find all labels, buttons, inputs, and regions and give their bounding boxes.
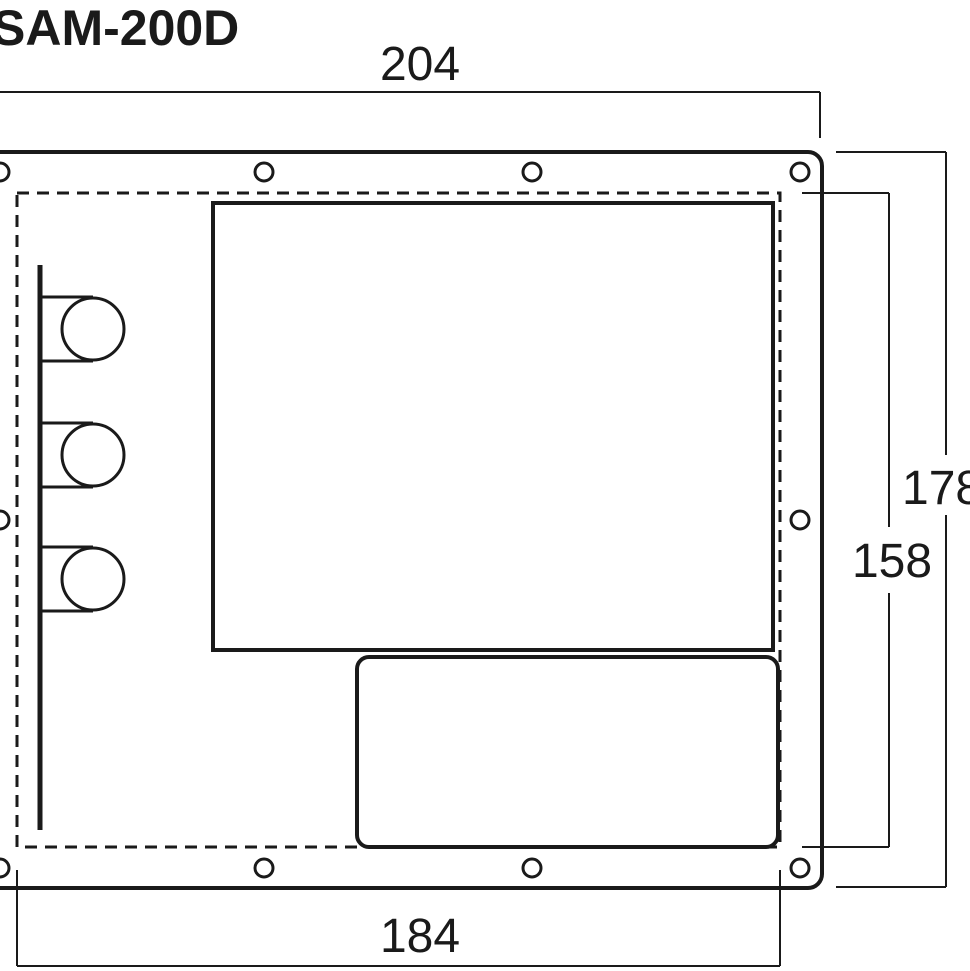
overall-height-dimension: 178	[836, 151, 970, 888]
mounting-hole	[521, 161, 543, 183]
cutout-dashed-outline	[15, 191, 782, 849]
overall-width-dimension: 204	[0, 38, 821, 138]
model-title: SAM-200D	[0, 0, 239, 56]
mounting-hole	[789, 161, 811, 183]
mounting-hole	[0, 509, 11, 531]
connector-knob	[40, 421, 126, 489]
mounting-hole	[0, 161, 11, 183]
mounting-hole	[789, 857, 811, 879]
inner-width-label: 184	[380, 910, 460, 963]
connector-knob	[40, 295, 126, 363]
connector-knob	[40, 545, 126, 613]
mounting-hole	[253, 161, 275, 183]
lower-panel-rectangle	[355, 655, 780, 849]
inner-height-label: 158	[852, 535, 932, 588]
overall-width-label: 204	[380, 38, 460, 91]
inner-width-dimension: 184	[16, 870, 781, 967]
inner-height-dimension: 158	[802, 192, 932, 848]
mounting-hole	[253, 857, 275, 879]
mounting-holes	[0, 161, 811, 879]
outer-plate-outline	[0, 150, 824, 890]
mounting-hole	[789, 509, 811, 531]
connector-knobs	[40, 295, 126, 613]
mounting-hole	[521, 857, 543, 879]
mounting-hole	[0, 857, 11, 879]
main-panel-rectangle	[211, 201, 775, 652]
overall-height-label: 178	[902, 462, 970, 515]
